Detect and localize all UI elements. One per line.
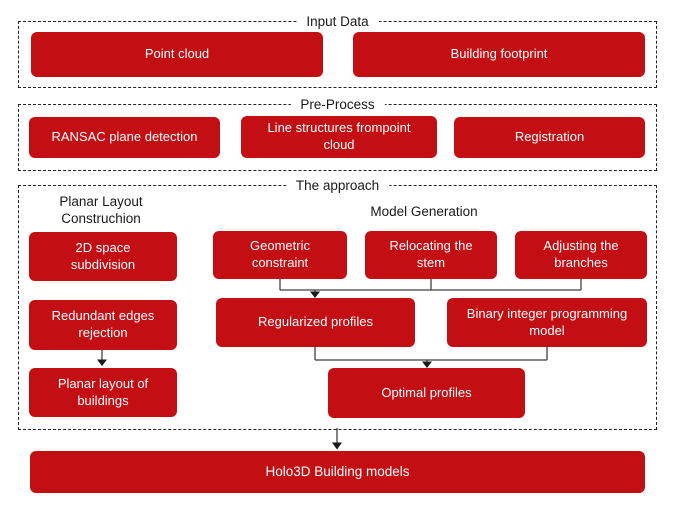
subsection-title-planar-layout-construction: Planar Layout Construchion <box>59 194 143 226</box>
section-title-pre-process: Pre-Process <box>290 96 385 114</box>
node-geometric-constraint: Geometric constraint <box>213 231 347 279</box>
node-2d-space-subdivision: 2D space subdivision <box>29 232 177 281</box>
node-holo3d-building-models: Holo3D Building models <box>30 451 645 493</box>
node-optimal-profiles: Optimal profiles <box>328 368 525 418</box>
section-input-data: Input Data <box>18 13 657 88</box>
node-registration: Registration <box>454 117 645 158</box>
node-relocating-the-stem: Relocating the stem <box>365 231 497 279</box>
node-line-structures-from-point-cloud: Line structures frompoint cloud <box>241 116 437 158</box>
section-title-input-data: Input Data <box>296 13 379 31</box>
section-pre-process: Pre-Process <box>18 96 657 171</box>
node-planar-layout-of-buildings: Planar layout of buildings <box>29 368 177 417</box>
node-regularized-profiles: Regularized profiles <box>216 298 415 347</box>
node-building-footprint: Building footprint <box>353 32 645 77</box>
node-adjusting-the-branches: Adjusting the branches <box>515 231 647 279</box>
node-binary-integer-programming-model: Binary integer programming model <box>447 298 647 347</box>
arrowhead-to-output <box>332 442 342 450</box>
node-point-cloud: Point cloud <box>31 32 323 77</box>
section-title-the-approach: The approach <box>285 177 390 195</box>
subsection-title-model-generation: Model Generation <box>370 204 478 219</box>
node-ransac-plane-detection: RANSAC plane detection <box>29 117 220 158</box>
node-redundant-edges-rejection: Redundant edges rejection <box>29 300 177 350</box>
